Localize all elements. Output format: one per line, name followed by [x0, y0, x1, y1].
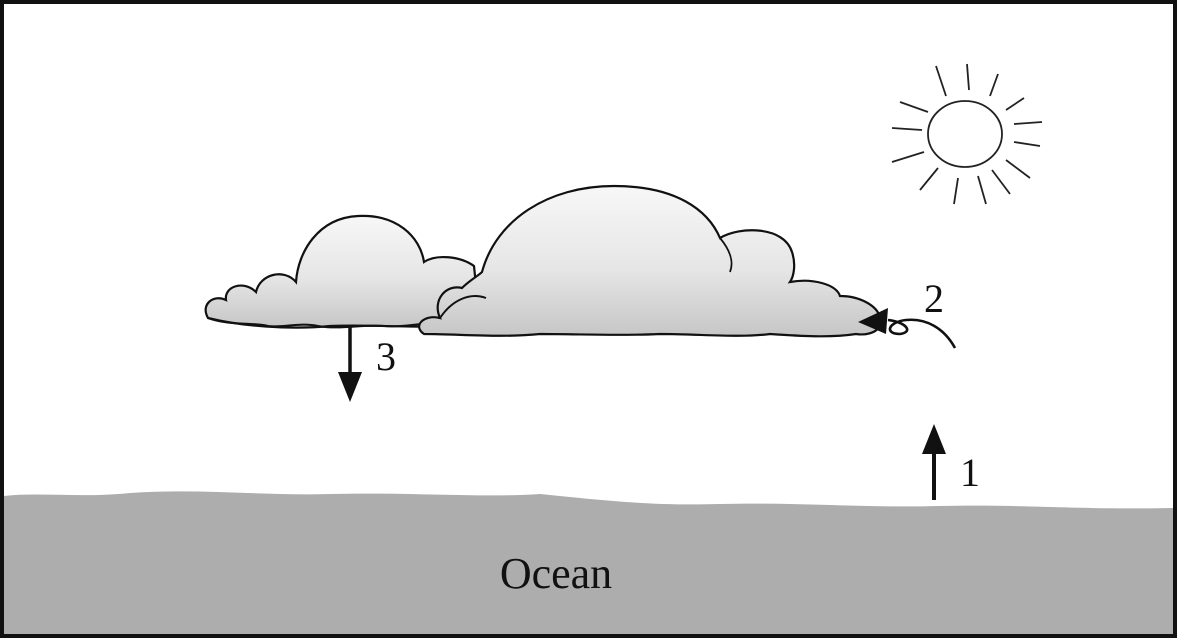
- sun-icon: [891, 63, 1043, 205]
- downward-arrow-icon: [338, 326, 362, 402]
- cloud-icon: [418, 184, 882, 338]
- upward-arrow-icon: [922, 424, 946, 500]
- arrow-3-label: 3: [376, 334, 396, 379]
- curved-arrow-icon: [858, 308, 957, 349]
- arrow-2-label: 2: [924, 276, 944, 321]
- cloud-icon: [204, 214, 482, 329]
- ocean: [4, 491, 1173, 634]
- arrow-1-label: 1: [960, 450, 980, 495]
- ocean-label: Ocean: [500, 549, 612, 598]
